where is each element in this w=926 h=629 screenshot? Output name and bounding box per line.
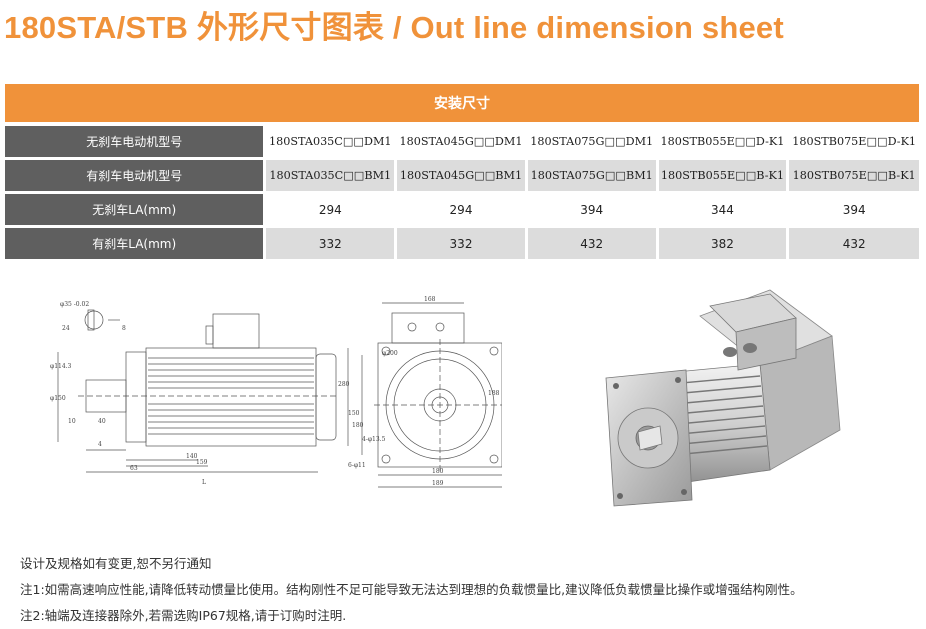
note-line: 注2:轴端及连接器除外,若需选购IP67规格,请于订购时注明. [20, 608, 347, 623]
dim-label: 140 [186, 453, 198, 460]
table-cell: 180STA045G□□DM1 [397, 126, 525, 157]
dim-label: φ150 [50, 395, 66, 402]
dim-label: 188 [488, 390, 500, 397]
dim-label: 40 [98, 418, 106, 425]
dim-label: 24 [62, 325, 70, 332]
table-header: 安装尺寸 [5, 84, 919, 122]
row-label: 无刹车LA(mm) [5, 194, 264, 225]
table-row: 无刹车LA(mm) 294 294 394 344 394 [5, 194, 920, 225]
row-label: 无刹车电动机型号 [5, 126, 264, 157]
front-view-drawing: 168 φ200 180 188 4-φ13.5 6-φ11 180 150 1… [348, 296, 502, 488]
table-cell: 394 [789, 194, 920, 225]
table-row: 无刹车电动机型号 180STA035C□□DM1 180STA045G□□DM1… [5, 126, 920, 157]
dim-label: φ114.3 [50, 363, 72, 370]
dim-label: 180 [432, 468, 444, 475]
dim-label: L [202, 479, 206, 486]
dim-label: 4 [98, 441, 102, 448]
side-view-drawing: φ35 -0.02 24 8 φ114.3 φ150 40 10 4 140 1… [50, 301, 350, 486]
table-header-label: 安装尺寸 [434, 96, 490, 112]
table-cell: 180STB075E□□D-K1 [789, 126, 920, 157]
dim-label: 4-φ13.5 [362, 436, 386, 443]
table-cell: 180STB075E□□B-K1 [789, 160, 920, 191]
table-cell: 432 [789, 228, 920, 259]
dim-label: φ200 [382, 350, 398, 357]
dim-label: 6-φ11 [348, 462, 366, 469]
note-line: 设计及规格如有变更,恕不另行通知 [20, 556, 212, 571]
page-title: 180STA/STB 外形尺寸图表 / Out line dimension s… [4, 10, 784, 45]
dim-label: 280 [338, 381, 350, 388]
table-cell: 180STA035C□□DM1 [266, 126, 395, 157]
table-cell: 180STA075G□□DM1 [527, 126, 656, 157]
table-cell: 180STA035C□□BM1 [266, 160, 395, 191]
dim-label: 150 [348, 410, 360, 417]
table-cell: 344 [658, 194, 787, 225]
table-cell: 332 [397, 228, 525, 259]
table-cell: 180STA075G□□BM1 [527, 160, 656, 191]
table-cell: 180STB055E□□D-K1 [658, 126, 787, 157]
table-row: 有刹车电动机型号 180STA035C□□BM1 180STA045G□□BM1… [5, 160, 920, 191]
table-cell: 394 [527, 194, 656, 225]
table-row: 有刹车LA(mm) 332 332 432 382 432 [5, 228, 920, 259]
dim-label: 189 [432, 480, 444, 487]
table-cell: 432 [527, 228, 656, 259]
table-cell: 294 [266, 194, 395, 225]
dim-label: φ35 -0.02 [60, 301, 89, 308]
row-label: 有刹车电动机型号 [5, 160, 264, 191]
dimension-table: 无刹车电动机型号 180STA035C□□DM1 180STA045G□□DM1… [5, 126, 920, 262]
dim-label: 10 [68, 418, 76, 425]
table-cell: 294 [397, 194, 525, 225]
dim-label: 63 [130, 465, 138, 472]
table-cell: 180STB055E□□B-K1 [658, 160, 787, 191]
notes-section: 设计及规格如有变更,恕不另行通知 注1:如需高速响应性能,请降低转动惯量比使用。… [20, 551, 803, 629]
motor-3d-image [605, 289, 841, 507]
dim-label: 168 [424, 296, 436, 303]
table-cell: 382 [658, 228, 787, 259]
row-label: 有刹车LA(mm) [5, 228, 264, 259]
note-line: 注1:如需高速响应性能,请降低转动惯量比使用。结构刚性不足可能导致无法达到理想的… [20, 582, 803, 597]
dim-label: 180 [352, 422, 364, 429]
dim-label: 159 [196, 459, 208, 466]
table-cell: 180STA045G□□BM1 [397, 160, 525, 191]
table-cell: 332 [266, 228, 395, 259]
dim-label: 8 [122, 325, 126, 332]
